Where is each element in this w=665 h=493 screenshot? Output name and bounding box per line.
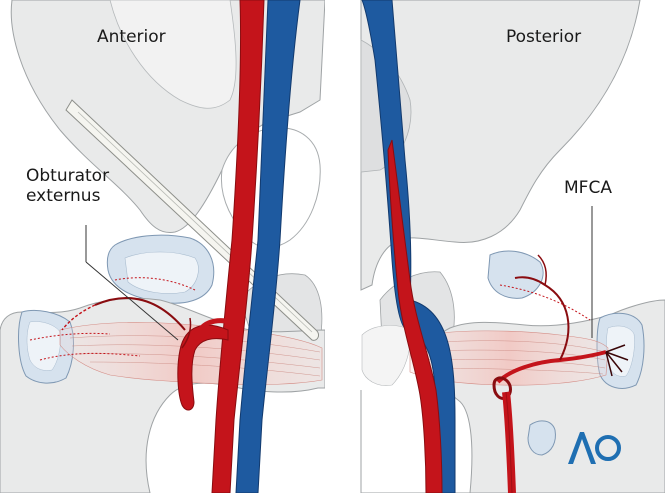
mfca-label: MFCA	[564, 178, 612, 198]
anterior-panel	[0, 0, 326, 493]
anterior-femoral-artery	[211, 0, 265, 493]
posterior-mfca	[496, 350, 607, 384]
anterior-mfca-branch	[177, 324, 229, 411]
posterior-femoral-artery	[387, 139, 443, 493]
obturator-label-line2: externus	[26, 186, 101, 206]
posterior-panel	[360, 0, 665, 493]
posterior-acetabular-labrum	[487, 250, 544, 299]
posterior-obturator-externus	[409, 330, 609, 386]
ao-logo-icon	[568, 432, 621, 464]
anterior-femoral-vein	[235, 0, 301, 493]
obturator-externus-label: Obturator externus	[26, 166, 109, 206]
posterior-view-label: Posterior	[506, 27, 582, 47]
obturator-label-line1: Obturator	[26, 166, 110, 186]
posterior-sacrotuberous-area	[361, 325, 411, 386]
panel-divider	[325, 0, 361, 493]
anterior-view-label: Anterior	[97, 27, 166, 47]
lesser-trochanter-cartilage	[527, 420, 556, 456]
